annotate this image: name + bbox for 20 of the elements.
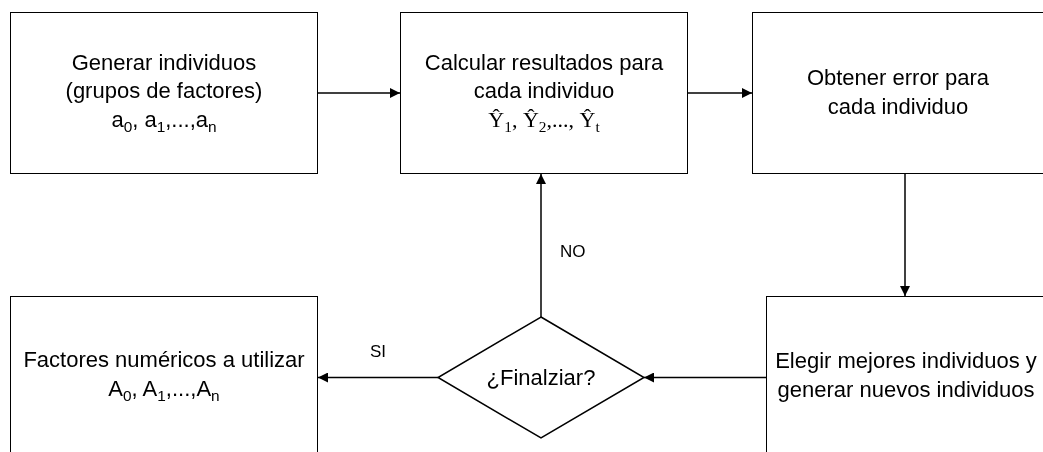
node-text: ¿Finalziar?	[486, 364, 596, 391]
node-text: Calcular resultados para cada individuo	[423, 48, 665, 106]
arrow	[643, 372, 767, 383]
node-text: a$_{0}$, a$_{1}$,...,a$_{n}$	[111, 105, 217, 138]
process-box	[400, 12, 688, 174]
process-box	[10, 12, 318, 174]
arrow	[317, 372, 439, 383]
node-text: Elegir mejores individuos y generar nuevos individuos	[775, 347, 1037, 404]
process-box	[766, 296, 1043, 452]
arrow	[317, 88, 401, 98]
node-text: Ŷ$_{1}$, Ŷ$_{2}$,..., Ŷ$_{t}$	[488, 105, 600, 138]
process-box	[752, 12, 1043, 174]
arrow	[900, 173, 910, 297]
process-box	[10, 296, 318, 452]
node-text: Obtener error para cada individuo	[805, 64, 991, 121]
arrow	[536, 173, 546, 318]
arrow	[687, 88, 753, 98]
node-text: Factores numéricos a utilizar	[23, 346, 305, 374]
node-text: A$_{0}$, A$_{1}$,...,A$_{n}$	[108, 374, 220, 406]
node-text: Generar individuos (grupos de factores)	[64, 48, 264, 106]
